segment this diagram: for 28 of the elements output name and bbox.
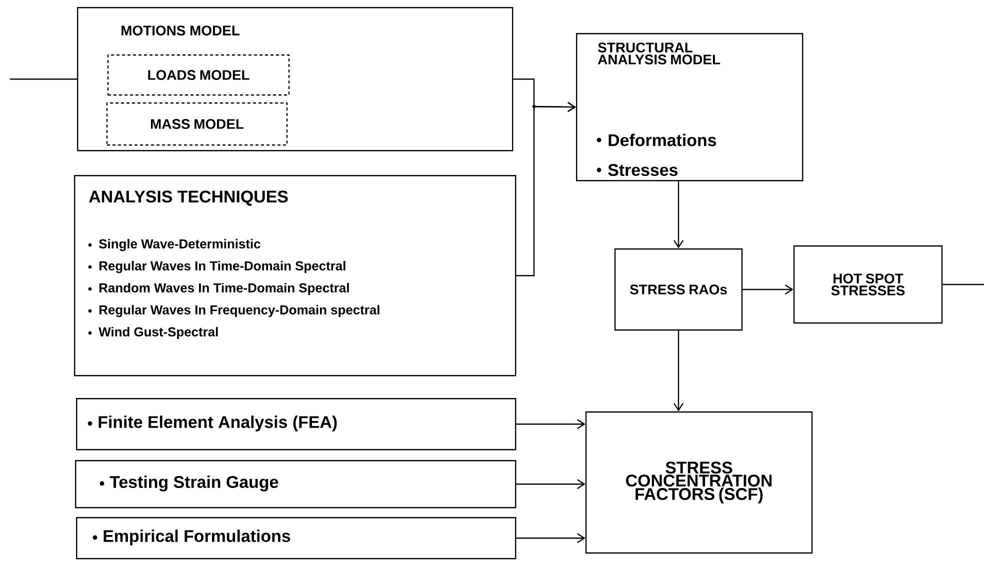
box-heading: MOTIONS MODEL [122,26,240,36]
process-box: STRESS CONCENTRATION FACTORS (SCF) [585,411,813,554]
process-box: Testing Strain Gauge [75,460,516,508]
box-heading: ANALYSIS TECHNIQUES [89,190,288,206]
arrow [516,479,586,490]
process-box: STRESS RAOs [614,248,743,331]
dashed-box: MASS MODEL [106,102,288,146]
list-item: Deformations [596,134,716,146]
process-box [74,175,516,376]
process-box [77,7,514,152]
process-box: Finite Element Analysis (FEA) [76,398,516,450]
process-box: Empirical Formulations [76,517,516,560]
list-item: Stresses [596,164,678,176]
list-item: Regular Waves In Frequency-Domain spectral [88,304,380,318]
arrow [516,102,576,276]
box-heading: STRUCTURAL ANALYSIS MODEL [598,42,720,64]
list-item: Regular Waves In Time-Domain Spectral [88,260,346,274]
arrow [742,284,794,294]
process-box [576,33,804,182]
dashed-box: LOADS MODEL [107,54,290,96]
arrow [516,419,586,430]
list-item: Wind Gust-Spectral [88,326,218,340]
list-item: Single Wave-Deterministic [88,238,260,252]
arrow [516,533,586,544]
list-item: Random Waves In Time-Domain Spectral [88,282,349,296]
process-box: HOT SPOT STRESSES [793,245,943,324]
arrow [674,181,684,248]
arrow [674,330,684,412]
